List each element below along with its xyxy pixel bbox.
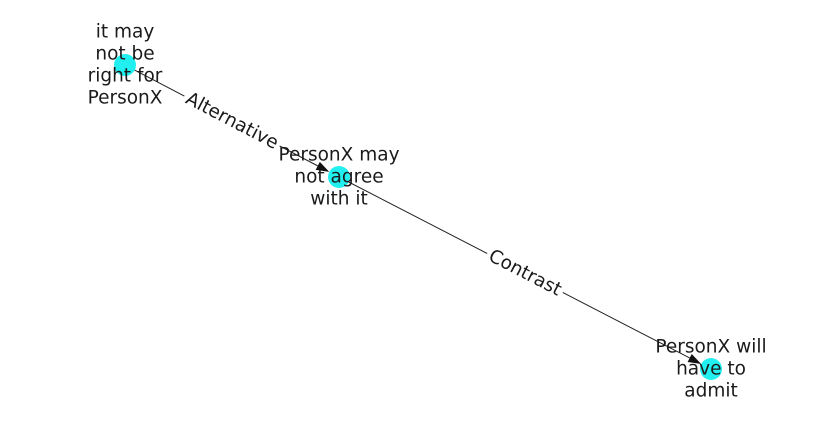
node-label-line: PersonX may [278,145,399,166]
edge-label-1: Alternative [182,88,282,154]
node-label-line: with it [310,189,368,210]
node-label-line: not agree [294,167,383,188]
node-circle-2 [328,166,350,188]
edge-label-2: Contrast [485,246,565,301]
node-label-line: it may [96,22,155,43]
node-label-line: PersonX will [655,337,766,358]
edge-label-group-1: Alternative [179,85,285,157]
edge-label-background-1 [179,85,285,157]
node-label-line: admit [684,381,738,402]
edge-label-background-2 [481,243,569,303]
node-label-line: not be [95,44,154,65]
edge-label-group-2: Contrast [481,243,569,303]
node-circle-1 [114,54,136,76]
node-label-line: PersonX [88,88,163,109]
edge-arrowhead-2 [687,353,702,364]
node-label-line: have to [676,359,746,380]
edge-arrowhead-1 [315,161,330,172]
nodes-layer [114,54,722,380]
node-label-line: right for [88,66,163,87]
node-circle-3 [700,358,722,380]
